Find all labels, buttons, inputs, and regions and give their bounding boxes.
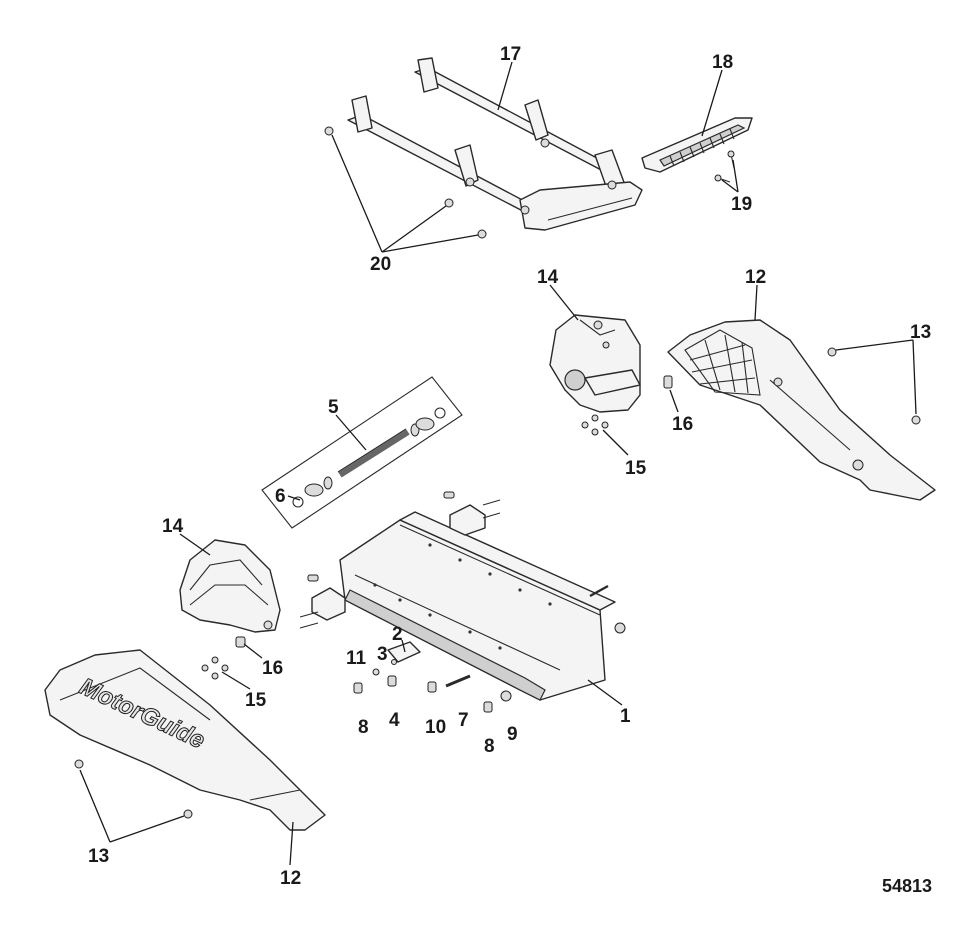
part-19-screws xyxy=(714,150,735,183)
part-small-hardware xyxy=(353,641,512,713)
callout-9: 9 xyxy=(507,724,518,745)
part-15-screws-left xyxy=(201,656,229,680)
callout-10: 10 xyxy=(425,717,446,738)
callout-8-left: 8 xyxy=(358,717,369,738)
part-18-pedal-tread xyxy=(641,117,753,173)
callout-7: 7 xyxy=(458,710,469,731)
callout-3: 3 xyxy=(377,644,388,665)
callout-labels: 17 18 19 20 14 12 13 16 15 5 6 14 16 15 … xyxy=(88,44,931,889)
leader-lines xyxy=(79,61,917,866)
part-14-bracket-right xyxy=(549,314,641,413)
part-12-housing-left: MotorGuide xyxy=(44,649,326,831)
callout-2: 2 xyxy=(392,624,403,645)
callout-14-lower: 14 xyxy=(162,516,184,537)
callout-6: 6 xyxy=(275,486,286,507)
callout-14-upper: 14 xyxy=(537,267,559,288)
callout-1: 1 xyxy=(620,706,631,727)
part-16-bushing-left xyxy=(235,636,246,648)
callout-16-lower: 16 xyxy=(262,658,283,679)
callout-12-lower: 12 xyxy=(280,868,301,889)
callout-4: 4 xyxy=(389,710,400,731)
part-1-base-frame xyxy=(339,511,616,701)
callout-13-upper: 13 xyxy=(910,322,931,343)
callout-16-upper: 16 xyxy=(672,414,693,435)
part-5-shaft-assembly xyxy=(261,376,463,529)
part-12-housing-right xyxy=(667,319,936,501)
callout-20: 20 xyxy=(370,254,391,275)
callout-8-right: 8 xyxy=(484,736,495,757)
part-16-bushing-right xyxy=(663,375,673,389)
part-hardware-blocks xyxy=(299,491,626,634)
callout-18: 18 xyxy=(712,52,733,73)
part-17-frame-rails xyxy=(347,57,643,231)
figure-number: 54813 xyxy=(882,876,932,896)
part-15-screws-right xyxy=(581,414,609,436)
callout-5: 5 xyxy=(328,397,339,418)
part-13-screws-left xyxy=(74,759,193,819)
callout-15-upper: 15 xyxy=(625,458,647,479)
callout-17: 17 xyxy=(500,44,521,65)
part-20-washers xyxy=(324,126,487,239)
callout-19: 19 xyxy=(731,194,752,215)
part-14-bracket-left xyxy=(179,539,281,633)
part-13-screws-right xyxy=(827,347,921,425)
callout-15-lower: 15 xyxy=(245,690,267,711)
callout-13-lower: 13 xyxy=(88,846,109,867)
callout-12-upper: 12 xyxy=(745,267,766,288)
callout-11: 11 xyxy=(346,648,367,669)
